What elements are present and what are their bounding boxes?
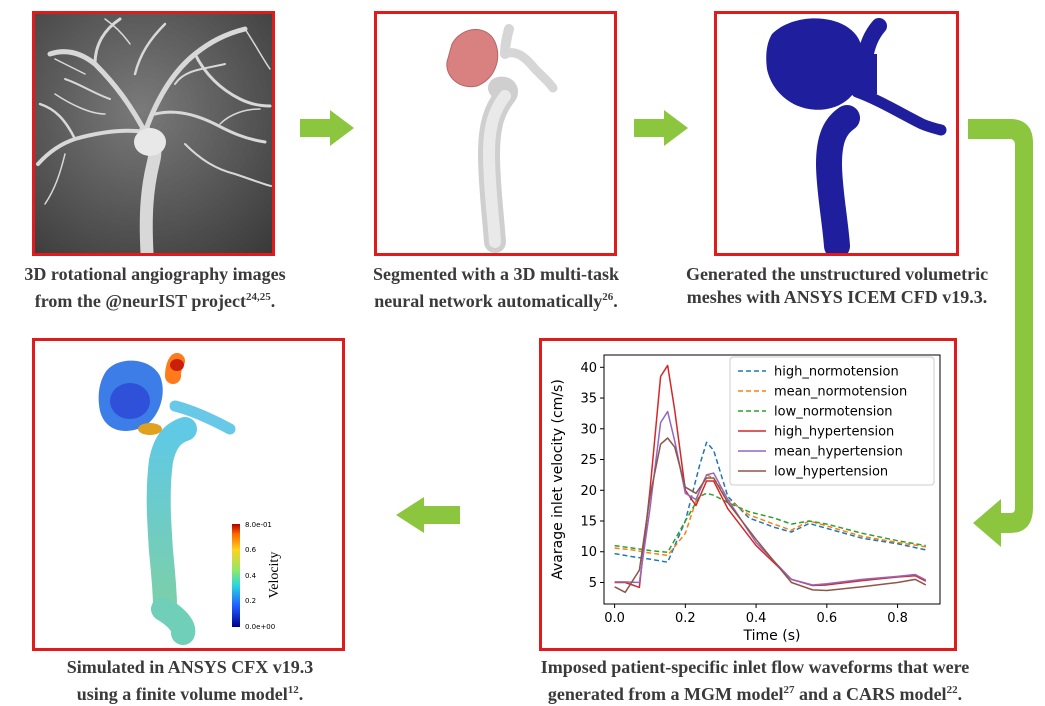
legend-box (729, 356, 935, 486)
caption-text: using a finite volume model (76, 684, 288, 704)
segmentation-render (446, 24, 558, 253)
chart-legend: high_normotension mean_normotension low_no… (729, 356, 935, 486)
caption-line: Segmented with a 3D multi-task (373, 264, 619, 284)
velocity-colorbar (232, 524, 240, 627)
legend-label: mean_normotension (774, 385, 907, 400)
series-line-high_normotension (614, 441, 927, 563)
caption-angiography: 3D rotational angiography images from th… (0, 263, 310, 313)
caption-text: and a CARS model (794, 684, 947, 704)
caption-mesh: Generated the unstructured volumetric me… (672, 263, 1002, 309)
colorbar-tick-0-6: 0.6 (245, 546, 257, 554)
plot-area (603, 354, 941, 605)
caption-text: neural network automatically (374, 291, 603, 311)
y-tick-label: 20 (580, 484, 597, 499)
x-tick-label: 0.4 (746, 611, 767, 626)
citation: 24,25 (245, 291, 271, 303)
colorbar-tick-0-2: 0.2 (245, 597, 256, 605)
caption-line: meshes with ANSYS ICEM CFD v19.3. (672, 286, 1002, 309)
y-tick-label: 15 (580, 515, 597, 530)
colorbar-tick-max: 8.0e-01 (245, 521, 272, 529)
caption-cfd: Simulated in ANSYS CFX v19.3 using a fin… (20, 656, 360, 706)
caption-segmentation: Segmented with a 3D multi-task neural ne… (340, 263, 652, 313)
colorbar-tick-min: 0.0e+00 (245, 623, 275, 631)
caption-line: neural network automatically26. (340, 286, 652, 313)
arrow-bend-down-left (968, 119, 1033, 547)
y-tick-label: 10 (580, 545, 597, 560)
arrow-left (396, 497, 460, 533)
velocity-render: 8.0e-01 0.6 0.4 0.2 0.0e+00 Velocity (98, 353, 282, 645)
colorbar-tick-0-4: 0.4 (245, 572, 257, 580)
y-tick-label: 40 (580, 361, 597, 376)
caption-line: generated from a MGM model27 and a CARS … (505, 679, 1005, 706)
arrow-right-1 (300, 110, 354, 146)
caption-line: Simulated in ANSYS CFX v19.3 (66, 657, 314, 677)
y-tick-label: 35 (580, 392, 597, 407)
caption-text: from the @neurIST project (34, 291, 246, 311)
legend-label: high_normotension (774, 365, 899, 380)
series-line-high_hypertension (614, 364, 927, 589)
mesh-render (766, 18, 947, 253)
cfd-panel: 8.0e-01 0.6 0.4 0.2 0.0e+00 Velocity (32, 338, 345, 651)
series-line-mean_normotension (614, 474, 926, 557)
caption-line: from the @neurIST project24,25. (0, 286, 310, 313)
citation: 12 (287, 684, 299, 696)
caption-line: using a finite volume model12. (20, 679, 360, 706)
angiography-panel (32, 11, 275, 256)
x-tick-label: 0.0 (604, 611, 625, 626)
legend-label: mean_hypertension (774, 445, 903, 460)
y-axis-label: Avarage inlet velocity (cm/s) (550, 379, 566, 580)
caption-waveform: Imposed patient-specific inlet flow wave… (505, 656, 1005, 706)
legend-label: low_hypertension (774, 465, 888, 480)
citation: 22 (946, 684, 958, 696)
legend-label: high_hypertension (774, 425, 894, 440)
mesh-panel (714, 11, 959, 256)
x-tick-label: 0.6 (816, 611, 837, 626)
y-tick-label: 25 (580, 453, 597, 468)
caption-text: generated from a MGM model (547, 684, 784, 704)
x-axis-label: Time (s) (743, 628, 801, 644)
caption-text: . (270, 291, 276, 311)
citation: 26 (602, 291, 614, 303)
caption-text: . (613, 291, 618, 311)
y-tick-label: 5 (589, 576, 597, 591)
caption-text: . (298, 684, 304, 704)
angiography-image (35, 14, 272, 253)
citation: 27 (783, 684, 795, 696)
y-tick-label: 30 (580, 422, 597, 437)
caption-text: meshes with ANSYS ICEM CFD v19.3. (686, 287, 988, 307)
caption-line: 3D rotational angiography images (24, 264, 286, 284)
x-tick-label: 0.8 (887, 611, 908, 626)
x-tick-label: 0.2 (675, 611, 696, 626)
caption-line: Generated the unstructured volumetric (685, 264, 989, 284)
caption-text: . (957, 684, 963, 704)
arrow-right-2 (634, 110, 688, 146)
series-line-low_hypertension (614, 437, 927, 594)
segmentation-panel (374, 11, 617, 256)
caption-line: Imposed patient-specific inlet flow wave… (540, 657, 970, 677)
legend-label: low_normotension (774, 405, 893, 420)
colorbar-label: Velocity (267, 552, 282, 599)
series-line-mean_hypertension (614, 410, 927, 586)
